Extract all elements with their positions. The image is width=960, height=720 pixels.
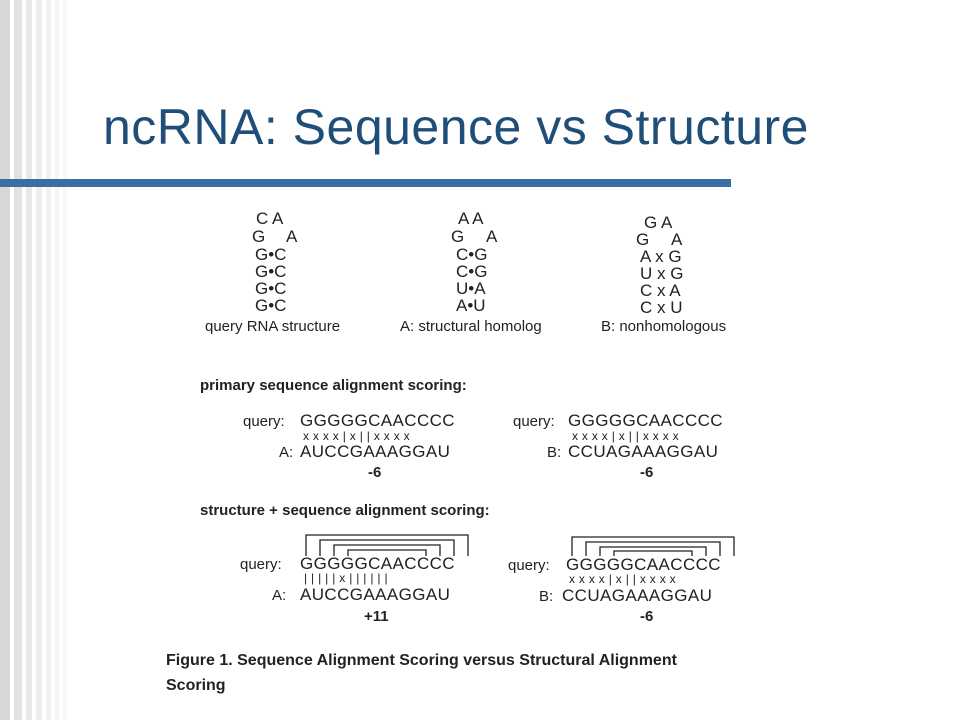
alignment-score: -6 xyxy=(640,464,653,481)
stem-pair: G•C xyxy=(255,296,286,315)
pairing-arc xyxy=(347,549,427,556)
stem-pair: G•C xyxy=(255,279,286,298)
hairpin-caption: A: structural homolog xyxy=(400,318,542,335)
stem-pair: C•G xyxy=(456,245,487,264)
alignment-score: -6 xyxy=(368,464,381,481)
stem-pair: A x G xyxy=(640,247,682,266)
pairing-arc xyxy=(305,534,469,556)
query-label: query: xyxy=(508,557,550,574)
target-label: A: xyxy=(279,444,293,461)
stem-pair: C•G xyxy=(456,262,487,281)
pairing-arc xyxy=(613,550,693,556)
query-label: query: xyxy=(243,413,285,430)
query-sequence: GGGGGCAACCCC xyxy=(300,554,455,573)
pairing-arcs-left xyxy=(305,534,469,556)
loop-right: A xyxy=(486,227,498,246)
structural-alignment-right: query: GGGGGCAACCCC x x x x | x | | x x … xyxy=(508,555,721,625)
decorative-side-stripes xyxy=(0,0,80,720)
title-underline xyxy=(0,179,731,187)
alignment-score: -6 xyxy=(640,608,653,625)
query-sequence: GGGGGCAACCCC xyxy=(566,555,721,574)
stem-pair: A•U xyxy=(456,296,486,315)
pairing-arc xyxy=(585,541,721,556)
query-label: query: xyxy=(513,413,555,430)
pairing-arc xyxy=(319,539,455,556)
query-sequence: GGGGGCAACCCC xyxy=(568,411,723,430)
stem-pair: C x A xyxy=(640,281,681,300)
alignment-marks: x x x x | x | | x x x x xyxy=(572,429,679,443)
structural-alignment-left: query: GGGGGCAACCCC | | | | | x | | | | … xyxy=(240,554,455,625)
hairpin-b: G A G A A x G U x G C x A C x U B: nonho… xyxy=(601,213,726,335)
figure-caption: Figure 1. Sequence Alignment Scoring ver… xyxy=(166,652,678,669)
loop-top: G A xyxy=(644,213,673,232)
target-label: A: xyxy=(272,587,286,604)
hairpin-a: A A G A C•G C•G U•A A•U A: structural ho… xyxy=(400,209,542,335)
alignment-marks: x x x x | x | | x x x x xyxy=(303,429,410,443)
alignment-marks: x x x x | x | | x x x x xyxy=(569,572,676,586)
structural-alignment-heading: structure + sequence alignment scoring: xyxy=(200,502,490,519)
alignment-score: +11 xyxy=(364,608,389,625)
hairpin-caption: query RNA structure xyxy=(205,318,340,335)
loop-top: C A xyxy=(256,209,284,228)
loop-right: A xyxy=(671,230,683,249)
query-sequence: GGGGGCAACCCC xyxy=(300,411,455,430)
target-sequence: CCUAGAAAGGAU xyxy=(568,442,718,461)
hairpin-query: C A G A G•C G•C G•C G•C query RNA struct… xyxy=(205,209,340,335)
pairing-arc xyxy=(333,544,441,556)
pairing-arc xyxy=(571,536,735,556)
stem-pair: U•A xyxy=(456,279,486,298)
query-label: query: xyxy=(240,556,282,573)
figure-caption-continued: Scoring xyxy=(166,677,226,694)
target-label: B: xyxy=(539,588,553,605)
loop-left: G xyxy=(451,227,464,246)
primary-alignment-right: query: GGGGGCAACCCC x x x x | x | | x x … xyxy=(513,411,723,481)
stem-pair: G•C xyxy=(255,262,286,281)
stem-pair: G•C xyxy=(255,245,286,264)
stem-pair: C x U xyxy=(640,298,683,317)
alignment-marks: | | | | | x | | | | | | xyxy=(304,571,388,585)
pairing-arc xyxy=(599,546,707,556)
loop-right: A xyxy=(286,227,298,246)
loop-top: A A xyxy=(458,209,484,228)
loop-left: G xyxy=(636,230,649,249)
pairing-arcs-right xyxy=(571,536,735,556)
primary-alignment-heading: primary sequence alignment scoring: xyxy=(200,377,467,394)
stem-pair: U x G xyxy=(640,264,683,283)
slide-title: ncRNA: Sequence vs Structure xyxy=(103,99,809,155)
target-sequence: AUCCGAAAGGAU xyxy=(300,442,450,461)
loop-left: G xyxy=(252,227,265,246)
target-sequence: CCUAGAAAGGAU xyxy=(562,586,712,605)
primary-alignment-left: query: GGGGGCAACCCC x x x x | x | | x x … xyxy=(243,411,455,481)
hairpin-caption: B: nonhomologous xyxy=(601,318,726,335)
target-label: B: xyxy=(547,444,561,461)
target-sequence: AUCCGAAAGGAU xyxy=(300,585,450,604)
